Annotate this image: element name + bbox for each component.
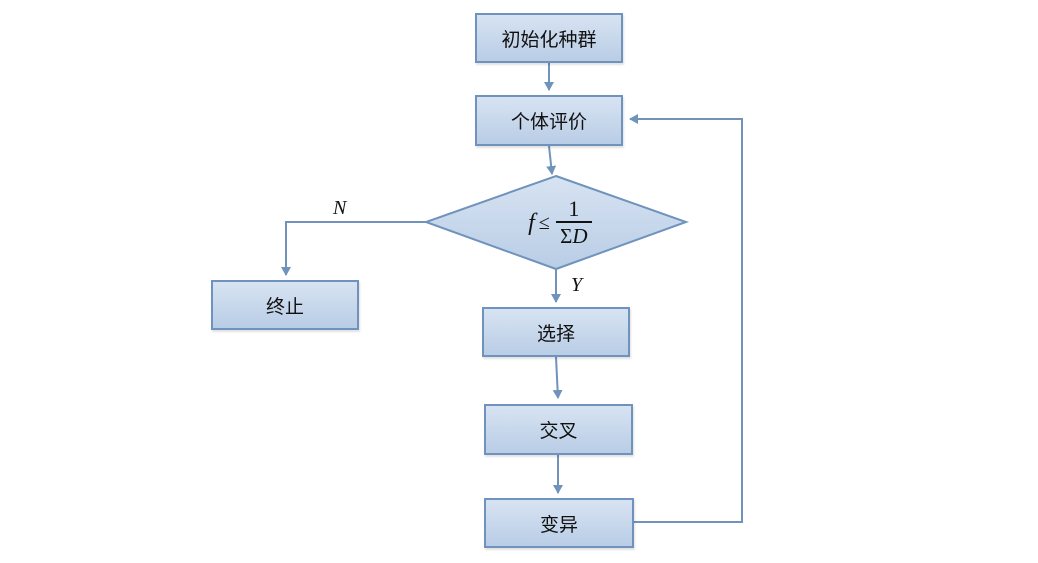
edge-select-to-crossover — [552, 356, 563, 399]
node-terminate-label: 终止 — [265, 295, 304, 318]
node-mutate-label: 变异 — [539, 513, 578, 536]
node-crossover-label: 交叉 — [539, 420, 578, 442]
fraction-bar — [555, 221, 592, 223]
node-evaluate-label: 个体评价 — [510, 111, 587, 133]
node-terminate: 终止 — [211, 280, 359, 330]
decision-condition: f ≤ 1 ΣD — [505, 192, 615, 254]
condition-lhs: f — [528, 209, 535, 236]
node-evaluate: 个体评价 — [475, 95, 623, 146]
condition-denominator: ΣD — [560, 223, 587, 249]
edge-decision-to-terminate — [281, 221, 426, 276]
edge-evaluate-to-decision — [546, 145, 557, 175]
node-select: 选择 — [482, 307, 630, 357]
node-init-population-label: 初始化种群 — [501, 28, 597, 51]
denominator-variable: D — [572, 223, 588, 248]
node-init-population: 初始化种群 — [475, 13, 623, 63]
edge-label-yes: Y — [571, 274, 583, 296]
edge-mutate-to-evaluate — [629, 114, 743, 523]
node-select-label: 选择 — [536, 322, 575, 345]
condition-fraction: 1 ΣD — [555, 196, 592, 249]
node-crossover: 交叉 — [484, 404, 633, 455]
condition-operator: ≤ — [538, 211, 550, 234]
edge-label-no: N — [333, 197, 347, 219]
denominator-sigma: Σ — [560, 223, 573, 248]
node-mutate: 变异 — [484, 498, 634, 548]
condition-numerator: 1 — [568, 196, 580, 222]
